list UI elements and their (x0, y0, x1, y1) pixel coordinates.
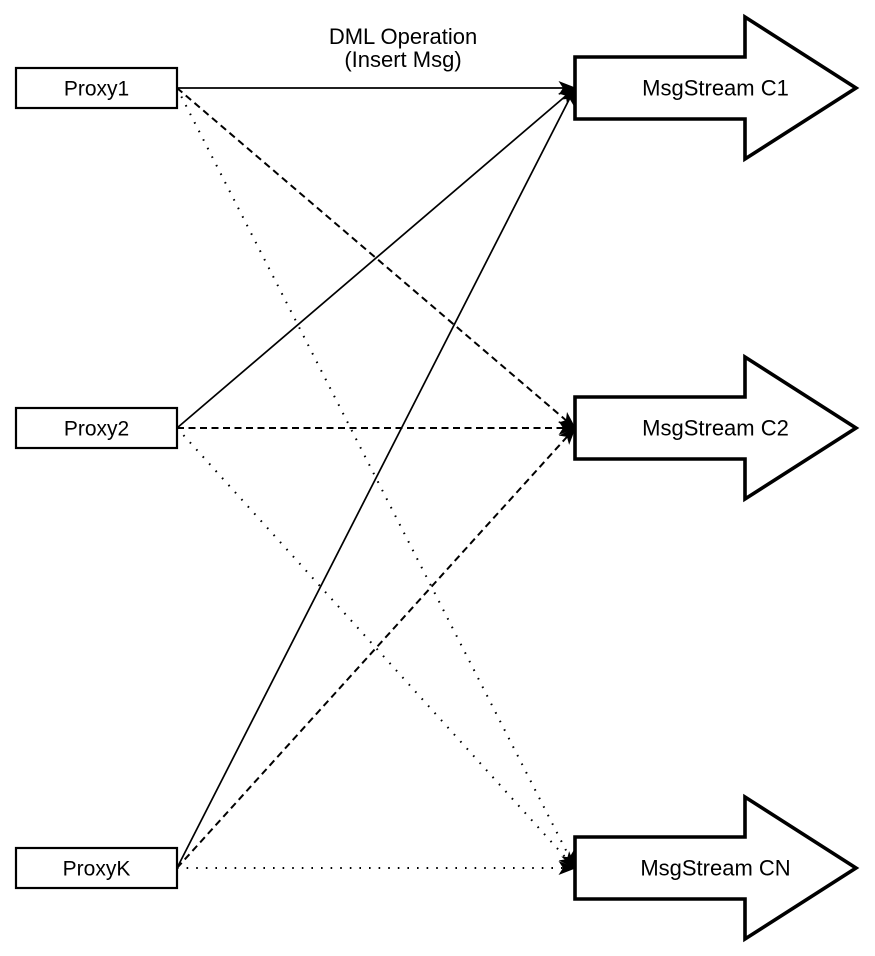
stream-arrow-shape (573, 353, 860, 503)
proxy-node-proxy1: Proxy1 (14, 66, 179, 110)
title-layer: DML Operation (Insert Msg) (329, 24, 477, 72)
edge-proxy1-to-cn-dotted (176, 87, 576, 870)
proxy-label: Proxy1 (64, 77, 129, 100)
edge-proxyK-to-c1-solid (176, 86, 576, 869)
edge-proxy1-to-c2-dashed (176, 87, 577, 429)
stream-node-c2: MsgStream C2 (573, 353, 860, 503)
proxy-label: ProxyK (63, 857, 131, 880)
diagram-title-line1: DML Operation (329, 24, 477, 49)
stream-nodes-layer: MsgStream C1 MsgStream C2 MsgStream CN (573, 13, 860, 943)
stream-label: MsgStream C1 (642, 76, 789, 101)
proxy-box (14, 846, 179, 890)
edge-proxyK-to-c2-dashed (176, 426, 577, 869)
edge-proxy2-to-c1-solid (176, 87, 577, 429)
proxy-box (14, 406, 179, 450)
edge-proxy2-to-cn-dotted (176, 427, 577, 870)
stream-label: MsgStream C2 (642, 416, 789, 441)
diagram-title-line2: (Insert Msg) (344, 47, 461, 72)
proxy-label: Proxy2 (64, 417, 129, 440)
proxy-box (14, 66, 179, 110)
proxy-node-proxy2: Proxy2 (14, 406, 179, 450)
stream-arrow-shape (573, 793, 860, 943)
proxy-node-proxyK: ProxyK (14, 846, 179, 890)
stream-node-cn: MsgStream CN (573, 793, 860, 943)
stream-node-c1: MsgStream C1 (573, 13, 860, 163)
stream-arrow-shape (573, 13, 860, 163)
edges-layer (176, 81, 577, 875)
stream-label: MsgStream CN (640, 856, 790, 881)
